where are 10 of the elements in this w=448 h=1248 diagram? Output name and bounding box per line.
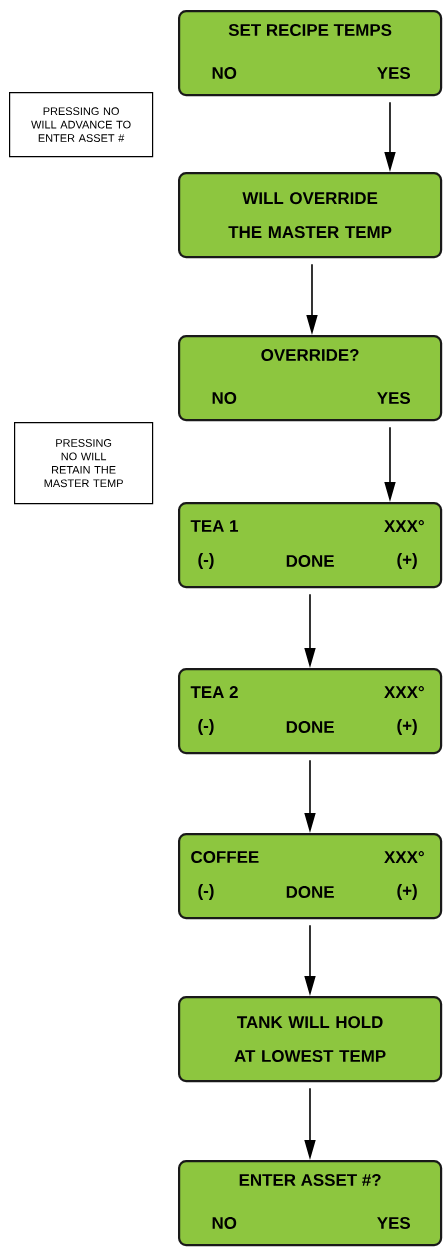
display-screen: TEA 2 XXX° (-) DONE (+) xyxy=(178,668,443,755)
note-box: PRESSING NO WILL RETAIN THE MASTER TEMP xyxy=(14,422,154,505)
display-screen: ENTER ASSET #? NO YES xyxy=(178,1160,443,1247)
display-screen: TANK WILL HOLD AT LOWEST TEMP xyxy=(178,996,443,1083)
display-screen: TEA 1 XXX° (-) DONE (+) xyxy=(178,502,443,589)
display-screen: COFFEE XXX° (-) DONE (+) xyxy=(178,833,443,920)
note-box: PRESSING NO WILL ADVANCE TO ENTER ASSET # xyxy=(9,92,154,158)
display-screen: WILL OVERRIDE THE MASTER TEMP xyxy=(178,172,443,259)
display-screen: SET RECIPE TEMPS NO YES xyxy=(178,10,443,97)
display-screen: OVERRIDE? NO YES xyxy=(178,335,443,422)
